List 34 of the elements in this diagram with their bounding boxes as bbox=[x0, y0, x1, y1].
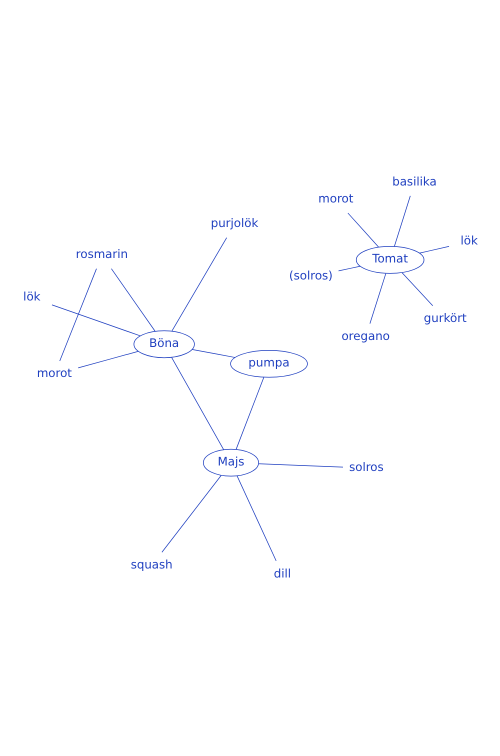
connector bbox=[161, 474, 221, 552]
connector bbox=[394, 194, 410, 246]
connector bbox=[401, 272, 433, 306]
node-text: lök bbox=[22, 289, 40, 304]
connector bbox=[369, 272, 386, 324]
node-text: dill bbox=[273, 566, 291, 580]
node-ellipse: pumpa bbox=[230, 349, 308, 378]
node-text: morot bbox=[318, 190, 353, 205]
connector bbox=[418, 246, 449, 253]
connector bbox=[258, 462, 343, 467]
connector bbox=[347, 212, 378, 247]
connector bbox=[58, 268, 96, 361]
connector bbox=[171, 236, 227, 331]
node-text: rosmarin bbox=[75, 246, 128, 260]
connector bbox=[77, 350, 138, 368]
connector bbox=[191, 348, 235, 358]
node-text: oregano bbox=[340, 328, 390, 342]
connector bbox=[51, 304, 140, 336]
node-text: (solros) bbox=[288, 268, 332, 282]
node-text: squash bbox=[130, 556, 172, 571]
connector bbox=[170, 356, 224, 450]
node-ellipse: Böna bbox=[133, 330, 194, 358]
node-text: morot bbox=[36, 366, 72, 380]
connector bbox=[236, 475, 276, 561]
node-ellipse: Tomat bbox=[355, 246, 424, 274]
connector bbox=[235, 376, 264, 450]
connector bbox=[110, 268, 155, 332]
node-text: gurkört bbox=[423, 310, 466, 325]
node-text: basilika bbox=[392, 174, 436, 188]
node-text: lök bbox=[460, 233, 478, 248]
node-text: solros bbox=[348, 459, 384, 474]
connector bbox=[338, 265, 360, 271]
node-text: purjolök bbox=[210, 216, 258, 230]
node-ellipse: Majs bbox=[202, 448, 258, 476]
